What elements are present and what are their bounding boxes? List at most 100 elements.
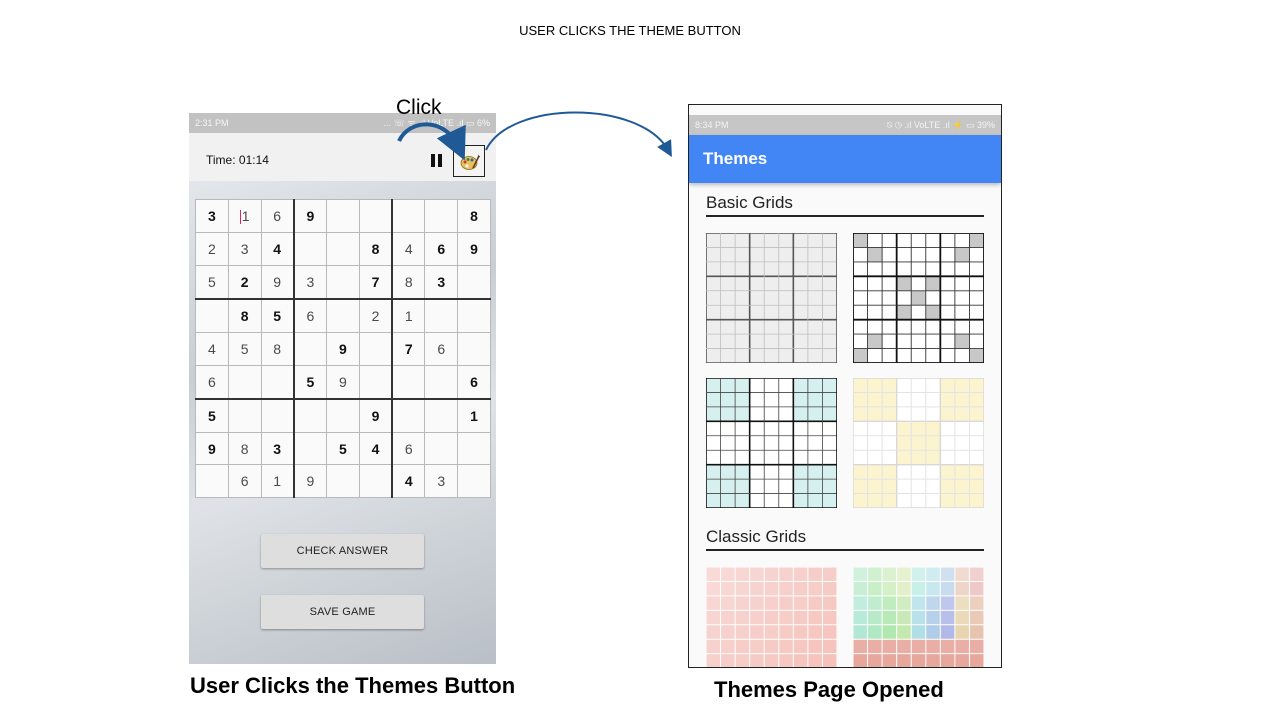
sudoku-cell[interactable] <box>391 198 426 234</box>
sudoku-cell[interactable] <box>260 398 295 433</box>
sudoku-cell[interactable]: 1 <box>260 464 295 498</box>
sudoku-cell[interactable] <box>358 331 394 366</box>
sudoku-cell[interactable] <box>326 232 360 266</box>
sudoku-cell[interactable]: 3 <box>424 464 459 498</box>
sudoku-cell[interactable]: 9 <box>260 264 295 300</box>
sudoku-cell[interactable]: 4 <box>391 232 426 266</box>
sudoku-cell[interactable]: 9 <box>293 198 328 234</box>
sudoku-cell[interactable] <box>293 232 328 266</box>
sudoku-cell[interactable]: 6 <box>457 364 491 400</box>
grid-cell <box>867 653 883 667</box>
grid-cell <box>925 610 941 625</box>
sudoku-cell[interactable] <box>424 431 459 466</box>
sudoku-cell[interactable] <box>391 364 426 400</box>
sudoku-cell[interactable] <box>260 364 295 400</box>
sudoku-cell[interactable]: 5 <box>195 398 229 433</box>
sudoku-cell[interactable]: 3 <box>260 431 295 466</box>
sudoku-cell[interactable]: 7 <box>391 331 426 366</box>
theme-button[interactable] <box>453 145 485 177</box>
sudoku-cell[interactable] <box>391 398 426 433</box>
sudoku-cell[interactable]: 6 <box>424 331 459 366</box>
sudoku-cell[interactable] <box>326 398 360 433</box>
sudoku-cell[interactable] <box>358 198 394 234</box>
sudoku-cell[interactable]: 8 <box>227 298 262 333</box>
sudoku-cell[interactable] <box>424 398 459 433</box>
theme-basic-yellow[interactable] <box>853 378 984 508</box>
sudoku-cell[interactable]: 3 <box>195 198 229 234</box>
sudoku-cell[interactable] <box>457 431 491 466</box>
sudoku-cell[interactable]: 9 <box>358 398 394 433</box>
sudoku-cell[interactable]: 5 <box>195 264 229 300</box>
sudoku-cell[interactable]: 2 <box>195 232 229 266</box>
sudoku-cell[interactable]: 3 <box>293 264 328 300</box>
sudoku-cell[interactable]: 9 <box>326 364 360 400</box>
sudoku-cell[interactable] <box>326 464 360 498</box>
sudoku-cell[interactable] <box>358 364 394 400</box>
sudoku-cell[interactable]: 8 <box>457 198 491 234</box>
sudoku-cell[interactable] <box>195 298 229 333</box>
sudoku-cell[interactable]: 4 <box>260 232 295 266</box>
sudoku-cell[interactable]: 6 <box>391 431 426 466</box>
sudoku-cell[interactable]: 5 <box>326 431 360 466</box>
theme-classic-rainbow[interactable] <box>853 567 984 667</box>
game-screen: 2:31 PM ... ☏ ᯤ .ıl VoLTE .ıl ▭ 6% Time:… <box>189 113 496 664</box>
grid-cell <box>778 610 794 625</box>
sudoku-cell[interactable] <box>293 331 328 366</box>
grid-cell <box>911 581 926 596</box>
sudoku-cell[interactable] <box>457 331 491 366</box>
grid-cell <box>720 624 736 640</box>
sudoku-cell[interactable] <box>424 298 459 333</box>
save-game-button[interactable]: SAVE GAME <box>261 595 424 629</box>
sudoku-cell[interactable] <box>326 198 360 234</box>
sudoku-cell[interactable]: 4 <box>358 431 394 466</box>
sudoku-cell[interactable]: 4 <box>391 464 426 498</box>
sudoku-cell[interactable]: 5 <box>227 331 262 366</box>
sudoku-cell[interactable]: 6 <box>424 232 459 266</box>
sudoku-cell[interactable]: 8 <box>260 331 295 366</box>
theme-classic-pink[interactable] <box>706 567 837 667</box>
sudoku-cell[interactable] <box>424 364 459 400</box>
sudoku-cell[interactable] <box>457 298 491 333</box>
sudoku-cell[interactable] <box>457 264 491 300</box>
sudoku-cell[interactable] <box>326 264 360 300</box>
pause-icon[interactable] <box>431 154 442 167</box>
sudoku-cell[interactable]: 2 <box>358 298 394 333</box>
sudoku-cell[interactable] <box>457 464 491 498</box>
grid-cell <box>853 348 868 363</box>
sudoku-cell[interactable]: 6 <box>293 298 328 333</box>
grid-cell <box>853 464 897 508</box>
sudoku-cell[interactable]: 9 <box>195 431 229 466</box>
sudoku-cell[interactable]: 9 <box>293 464 328 498</box>
sudoku-cell[interactable] <box>227 398 262 433</box>
sudoku-cell[interactable]: 8 <box>358 232 394 266</box>
grid-cell <box>706 567 721 582</box>
sudoku-cell[interactable]: 3 <box>424 264 459 300</box>
sudoku-cell[interactable]: 3 <box>227 232 262 266</box>
sudoku-cell[interactable] <box>227 364 262 400</box>
sudoku-cell[interactable]: 1 <box>457 398 491 433</box>
sudoku-cell[interactable]: 6 <box>195 364 229 400</box>
sudoku-cell[interactable]: 5 <box>260 298 295 333</box>
theme-basic-gray[interactable] <box>706 233 837 363</box>
sudoku-cell[interactable]: 6 <box>260 198 295 234</box>
sudoku-cell[interactable] <box>293 431 328 466</box>
sudoku-cell[interactable]: 5 <box>293 364 328 400</box>
sudoku-cell[interactable] <box>326 298 360 333</box>
sudoku-cell[interactable] <box>293 398 328 433</box>
sudoku-cell[interactable]: 9 <box>326 331 360 366</box>
sudoku-cell[interactable]: 7 <box>358 264 394 300</box>
sudoku-cell[interactable]: 6 <box>227 464 262 498</box>
sudoku-cell[interactable]: 4 <box>195 331 229 366</box>
theme-basic-diagonal[interactable] <box>853 233 984 363</box>
sudoku-cell[interactable] <box>195 464 229 498</box>
sudoku-cell[interactable]: 1 <box>391 298 426 333</box>
sudoku-cell[interactable]: 8 <box>227 431 262 466</box>
theme-basic-teal[interactable] <box>706 378 837 508</box>
sudoku-cell[interactable] <box>424 198 459 234</box>
sudoku-cell[interactable]: 2 <box>227 264 262 300</box>
sudoku-cell[interactable] <box>358 464 394 498</box>
sudoku-cell[interactable]: 8 <box>391 264 426 300</box>
sudoku-cell[interactable]: 1 <box>227 198 262 234</box>
check-answer-button[interactable]: CHECK ANSWER <box>261 534 424 568</box>
sudoku-cell[interactable]: 9 <box>457 232 491 266</box>
